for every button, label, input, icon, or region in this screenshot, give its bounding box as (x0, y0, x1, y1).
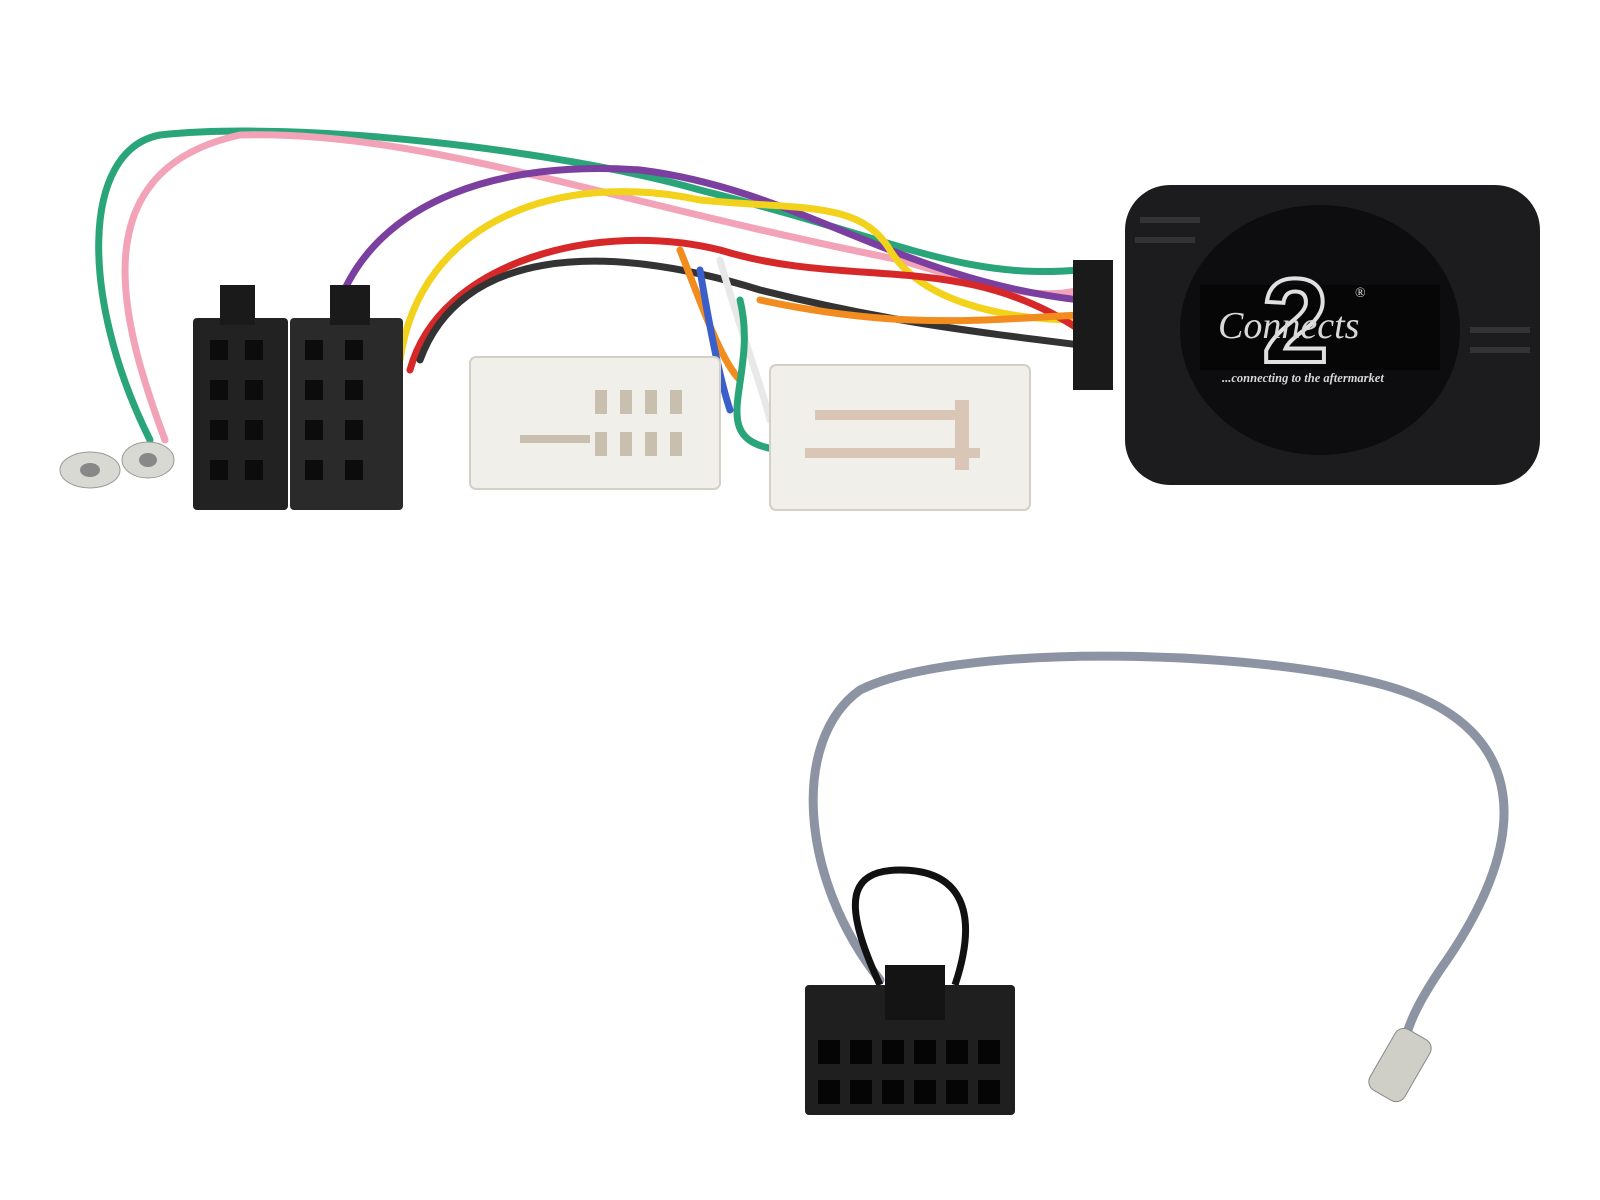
ring-terminals (59, 441, 175, 489)
iso-connectors (193, 285, 403, 510)
vehicle-connector-large (769, 364, 1031, 511)
wire-white (716, 256, 774, 424)
interface-module: 2 Connects ® ...connecting to the afterm… (1073, 185, 1540, 485)
wire-purple (336, 165, 1084, 304)
iso-latch (220, 285, 255, 325)
wire-green (95, 127, 1084, 444)
vehicle-connector-small (469, 356, 721, 490)
module-ribs (1135, 217, 1530, 353)
wire-yellow (396, 188, 1084, 364)
antenna-lead (805, 651, 1509, 1115)
connector-pins (520, 390, 682, 456)
svg-text:2: 2 (1262, 254, 1329, 388)
wire-red (406, 236, 1084, 374)
svg-text:®: ® (1355, 286, 1366, 301)
ring-terminal-hole (80, 463, 100, 477)
logo-tagline: ...connecting to the aftermarket (1222, 371, 1384, 385)
logo-script: Connects (1218, 305, 1359, 347)
wire-blue (696, 266, 734, 414)
iso-connector-left (193, 318, 288, 510)
antenna-plug (1368, 1027, 1432, 1103)
iso-pin-slots (210, 340, 363, 480)
wire-green-2 (733, 296, 784, 454)
ring-terminal-hole (139, 453, 157, 467)
connects2-logo: 2 Connects ® ...connecting to the afterm… (1218, 252, 1384, 390)
iso-latch (330, 285, 370, 325)
vehicle-connectors (469, 356, 1031, 511)
antenna-cable (808, 651, 1509, 1045)
connector-latch (885, 965, 945, 1020)
module-wire-boot (1073, 260, 1113, 390)
jumper-loop (851, 866, 970, 987)
connector-pin-slots (818, 1040, 1000, 1104)
connector-pins (805, 400, 980, 470)
wire-black (416, 257, 1084, 364)
wire-harness (95, 127, 1084, 454)
logo-band (1200, 285, 1440, 370)
